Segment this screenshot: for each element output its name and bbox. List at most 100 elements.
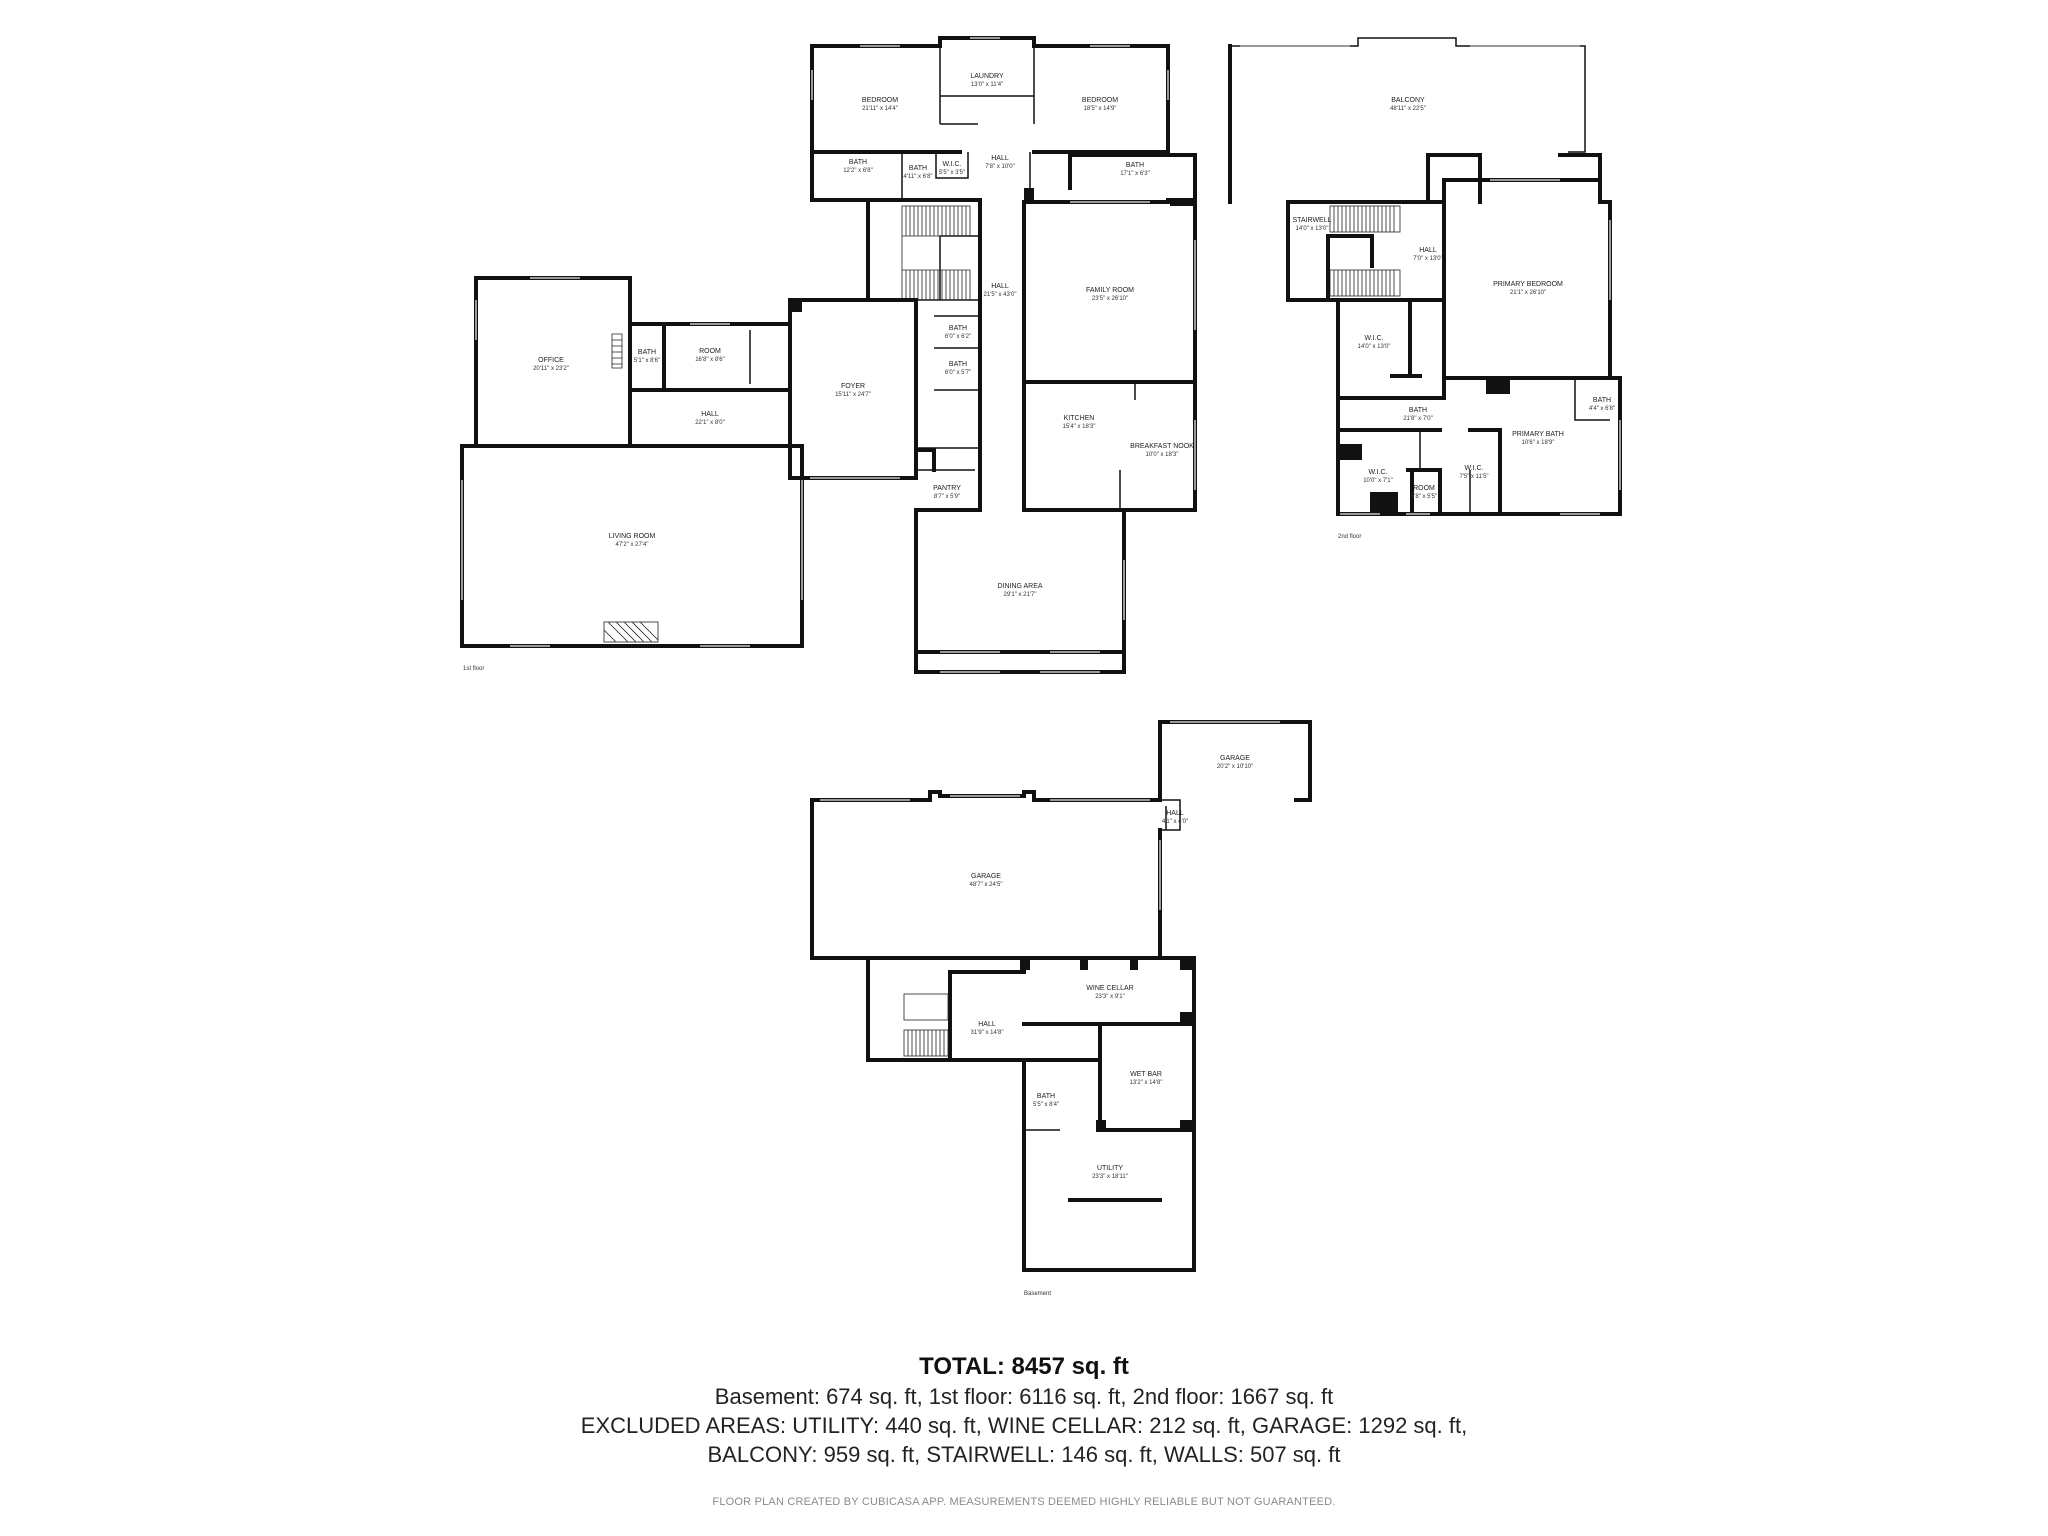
basement-plan: Basement bbox=[810, 720, 1312, 1297]
room-name: WET BAR bbox=[1130, 1071, 1162, 1078]
room-label-breakfast-nook: BREAKFAST NOOK 10'0" x 18'3" bbox=[1130, 443, 1194, 458]
room-dimensions: 10'0" x 7'1" bbox=[1363, 478, 1393, 484]
room-name: BATH bbox=[909, 165, 927, 172]
room-dimensions: 8'7" x 5'9" bbox=[934, 494, 960, 500]
room-name: PRIMARY BEDROOM bbox=[1493, 281, 1563, 288]
first-floor-label: 1st floor bbox=[463, 666, 484, 672]
room-name: BATH bbox=[849, 159, 867, 166]
room-label-wic-2: W.I.C.14'0" x 13'0" bbox=[1358, 335, 1391, 350]
room-name: ROOM bbox=[1413, 485, 1435, 492]
room-dimensions: 5'5" x 8'4" bbox=[1033, 1102, 1059, 1108]
second-floor-plan: 2nd floor bbox=[1228, 37, 1622, 540]
room-dimensions: 6'0" x 6'2" bbox=[945, 334, 971, 340]
room-name: BATH bbox=[949, 325, 967, 332]
excluded-areas-line-1: EXCLUDED AREAS: UTILITY: 440 sq. ft, WIN… bbox=[580, 1413, 1468, 1438]
room-label-room-1: ROOM 16'8" x 8'6" bbox=[695, 348, 725, 363]
room-dimensions: 23'3" x 18'11" bbox=[1092, 1174, 1128, 1180]
room-name: HALL bbox=[991, 283, 1009, 290]
room-dimensions: 4'1" x 4'0" bbox=[1162, 819, 1188, 825]
room-dimensions: 23'3" x 9'1" bbox=[1095, 994, 1125, 1000]
room-name: BATH bbox=[1593, 397, 1611, 404]
room-dimensions: 14'0" x 13'0" bbox=[1296, 226, 1329, 232]
room-name: BEDROOM bbox=[1082, 97, 1118, 104]
room-dimensions: 16'8" x 8'6" bbox=[695, 357, 725, 363]
room-dimensions: 10'0" x 18'3" bbox=[1146, 452, 1179, 458]
room-name: W.I.C. bbox=[1464, 465, 1483, 472]
room-name: WINE CELLAR bbox=[1086, 985, 1133, 992]
room-name: BATH bbox=[949, 361, 967, 368]
floor-areas-line: Basement: 674 sq. ft, 1st floor: 6116 sq… bbox=[714, 1384, 1334, 1409]
room-label-utility: UTILITY 23'3" x 18'11" bbox=[1092, 1165, 1128, 1180]
room-dimensions: 7'8" x 10'0" bbox=[985, 164, 1015, 170]
room-dimensions: 5'8" x 5'5" bbox=[1411, 494, 1437, 500]
room-label-office: OFFICE 20'11" x 23'2" bbox=[533, 357, 569, 372]
room-label-dining-area: DINING AREA 29'1" x 21'7" bbox=[997, 583, 1042, 598]
room-name: KITCHEN bbox=[1064, 415, 1095, 422]
room-name: BEDROOM bbox=[862, 97, 898, 104]
room-name: FOYER bbox=[841, 383, 865, 390]
room-dimensions: 15'4" x 18'3" bbox=[1063, 424, 1096, 430]
room-dimensions: 21'8" x 7'0" bbox=[1403, 416, 1433, 422]
room-name: BREAKFAST NOOK bbox=[1130, 443, 1194, 450]
room-dimensions: 20'2" x 10'10" bbox=[1217, 764, 1253, 770]
room-name: PANTRY bbox=[933, 485, 961, 492]
excluded-areas-line-2: BALCONY: 959 sq. ft, STAIRWELL: 146 sq. … bbox=[707, 1442, 1341, 1467]
room-dimensions: 10'6" x 18'9" bbox=[1522, 440, 1555, 446]
room-label-pantry: PANTRY 8'7" x 5'9" bbox=[933, 485, 961, 500]
area-summary: TOTAL: 8457 sq. ft Basement: 674 sq. ft,… bbox=[0, 1352, 2048, 1469]
room-name: OFFICE bbox=[538, 357, 564, 364]
room-label-bath-b3: BATH 5'5" x 8'4" bbox=[1033, 1093, 1059, 1108]
room-dimensions: 7'5" x 11'5" bbox=[1459, 474, 1488, 480]
room-name: BATH bbox=[1037, 1093, 1055, 1100]
room-label-bath-2b: BATH 4'4" x 6'8" bbox=[1589, 397, 1615, 412]
room-dimensions: 14'0" x 13'0" bbox=[1358, 344, 1391, 350]
room-label-bedroom-w: BEDROOM 21'11" x 14'4" bbox=[862, 97, 898, 112]
room-dimensions: 13'0" x 11'4" bbox=[971, 82, 1003, 88]
room-dimensions: 5'5" x 3'5" bbox=[939, 170, 965, 176]
room-dimensions: 7'0" x 13'0" bbox=[1413, 256, 1443, 262]
room-label-primary-bath: PRIMARY BATH 10'6" x 18'9" bbox=[1512, 431, 1564, 446]
room-dimensions: 23'5" x 26'10" bbox=[1092, 296, 1128, 302]
room-dimensions: 22'1" x 8'0" bbox=[695, 420, 725, 426]
room-dimensions: 17'1" x 6'3" bbox=[1120, 171, 1150, 177]
room-dimensions: 31'9" x 14'8" bbox=[971, 1030, 1004, 1036]
room-label-wic-1: W.I.C.5'5" x 3'5" bbox=[939, 161, 965, 176]
room-label-bath-c: BATH 17'1" x 6'3" bbox=[1120, 162, 1150, 177]
room-name: ROOM bbox=[699, 348, 721, 355]
room-name: DINING AREA bbox=[997, 583, 1042, 590]
room-name: BATH bbox=[638, 349, 656, 356]
first-floor-plan: 1st floor bbox=[460, 36, 1197, 674]
room-dimensions: 4'4" x 6'8" bbox=[1589, 406, 1615, 412]
room-name: UTILITY bbox=[1097, 1165, 1123, 1172]
room-dimensions: 6'0" x 5'7" bbox=[945, 370, 971, 376]
room-dimensions: 21'11" x 14'4" bbox=[862, 106, 898, 112]
room-dimensions: 20'11" x 23'2" bbox=[533, 366, 569, 372]
room-name: PRIMARY BATH bbox=[1512, 431, 1564, 438]
room-dimensions: 47'2" x 27'4" bbox=[616, 542, 649, 548]
room-dimensions: 29'1" x 21'7" bbox=[1004, 592, 1037, 598]
room-name: BALCONY bbox=[1391, 97, 1425, 104]
room-label-bath-e: BATH 6'0" x 6'2" bbox=[945, 325, 971, 340]
room-label-wic-4: W.I.C. 7'5" x 11'5" bbox=[1459, 465, 1488, 480]
basement-label: Basement bbox=[1024, 1291, 1051, 1297]
room-name: BATH bbox=[1126, 162, 1144, 169]
room-label-bath-f: BATH 6'0" x 5'7" bbox=[945, 361, 971, 376]
